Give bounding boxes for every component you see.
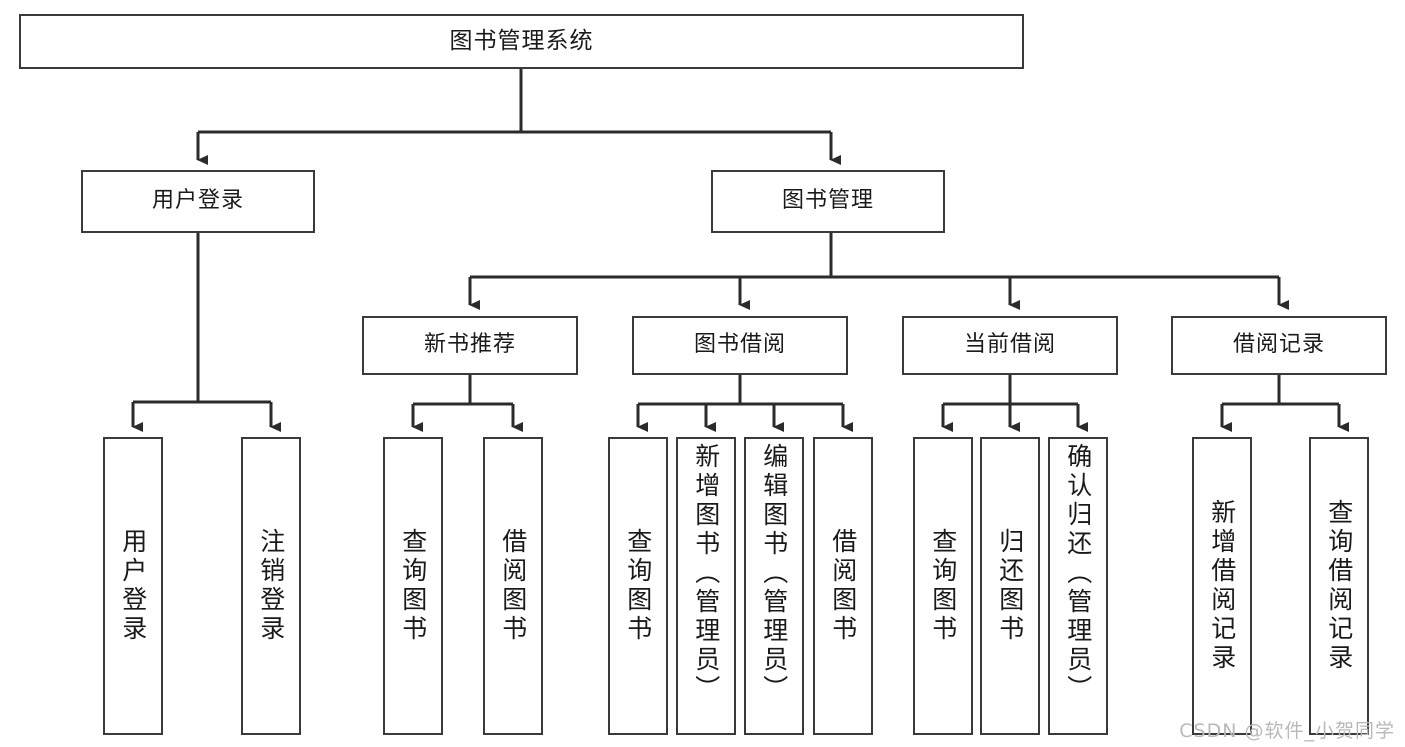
leaf-book-borrow-borrow[interactable]: 借阅图书 [813,437,873,735]
leaf-borrow-record-add[interactable]: 新增借阅记录 [1192,437,1252,735]
leaf-book-borrow-add[interactable]: 新增图书（管理员） [676,437,736,735]
leaf-current-borrow-confirm-return[interactable]: 确认归还（管理员） [1048,437,1108,735]
leaf-new-book-borrow[interactable]: 借阅图书 [483,437,543,735]
node-label: 查询图书 [928,528,958,644]
node-book-borrow[interactable]: 图书借阅 [632,316,848,375]
leaf-borrow-record-query[interactable]: 查询借阅记录 [1309,437,1369,735]
leaf-new-book-query[interactable]: 查询图书 [383,437,443,735]
leaf-current-borrow-query[interactable]: 查询图书 [913,437,973,735]
node-label: 新书推荐 [423,332,516,358]
node-label: 当前借阅 [963,332,1056,358]
node-label: 注销登录 [256,528,286,644]
node-label: 借阅图书 [828,528,858,644]
leaf-current-borrow-return[interactable]: 归还图书 [980,437,1040,735]
node-label: 借阅图书 [498,528,528,644]
node-user-login[interactable]: 用户登录 [81,170,315,233]
node-book-management[interactable]: 图书管理 [711,170,945,233]
node-label: 归还图书 [995,528,1025,644]
node-label: 查询图书 [623,528,653,644]
node-label: 图书借阅 [693,332,786,358]
node-label: 用户登录 [118,528,148,644]
node-label: 借阅记录 [1232,332,1325,358]
leaf-user-login-logout[interactable]: 注销登录 [241,437,301,735]
node-label: 编辑图书（管理员） [759,443,789,704]
leaf-user-login-login[interactable]: 用户登录 [103,437,163,735]
node-label: 图书管理系统 [449,27,594,54]
node-label: 图书管理 [781,188,874,214]
node-label: 查询借阅记录 [1324,499,1354,673]
node-root-system[interactable]: 图书管理系统 [19,14,1024,69]
node-label: 查询图书 [398,528,428,644]
node-borrow-record[interactable]: 借阅记录 [1171,316,1387,375]
node-label: 确认归还（管理员） [1063,443,1093,704]
leaf-book-borrow-query[interactable]: 查询图书 [608,437,668,735]
node-current-borrow[interactable]: 当前借阅 [902,316,1118,375]
node-label: 新增图书（管理员） [691,443,721,704]
node-label: 新增借阅记录 [1207,499,1237,673]
node-new-book-recommend[interactable]: 新书推荐 [362,316,578,375]
node-label: 用户登录 [151,188,244,214]
leaf-book-borrow-edit[interactable]: 编辑图书（管理员） [744,437,804,735]
